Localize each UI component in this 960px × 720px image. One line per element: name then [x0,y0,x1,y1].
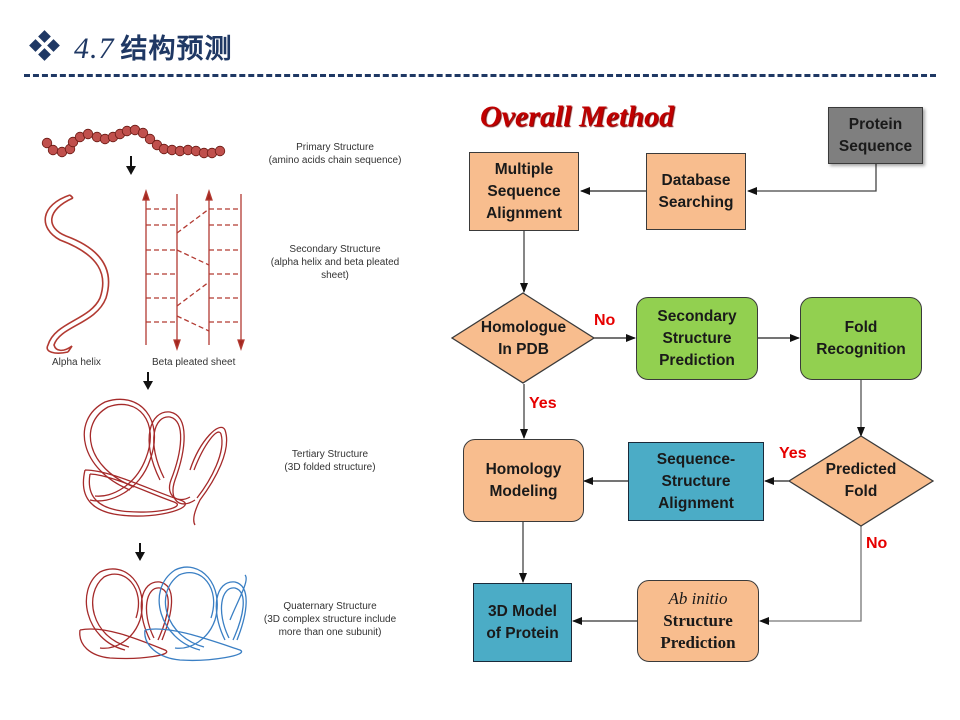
secondary-structure-title: Secondary Structure [289,244,381,255]
node-text: Alignment [486,204,562,222]
secondary-structure-desc: sheet) [321,270,349,281]
edge-label-fold-no: No [866,535,888,552]
subunit-b [144,566,247,661]
flowchart-title: Overall Method [480,100,675,133]
node-text: Prediction [660,633,736,652]
primary-structure-label: Primary Structure (amino acids chain seq… [240,141,430,167]
node-text: Secondary [657,307,737,325]
node-text: Fold [844,318,878,336]
node-text: Sequence- [656,450,736,468]
amino-acid-chain [41,124,226,159]
node-predicted-fold[interactable] [788,435,934,527]
edge-protein-to-database [747,164,877,195]
edge-label-homologue-yes: Yes [529,395,557,412]
tertiary-structure [82,398,228,526]
node-text: Protein [848,115,903,133]
secondary-structure-label: Secondary Structure (alpha helix and bet… [245,243,425,282]
node-text: Prediction [659,351,735,369]
amino-acid-bead [67,136,79,148]
node-text: Multiple [494,160,554,178]
amino-acid-bead [82,128,94,140]
node-text: 3D Model [488,602,557,620]
node-text: Alignment [658,494,734,512]
node-text: Searching [658,193,734,211]
quaternary-structure [79,566,247,661]
secondary-structure-desc: (alpha helix and beta pleated [270,257,400,268]
edge-label-homologue-no: No [594,312,616,329]
node-text: Modeling [489,482,558,500]
quaternary-structure-title: Quaternary Structure [283,601,377,612]
primary-structure-desc: (amino acids chain sequence) [268,155,402,166]
node-text: Fold [844,483,878,500]
alpha-helix-caption: Alpha helix [52,357,101,368]
down-arrow-icon [126,156,136,175]
quaternary-structure-desc: more than one subunit) [278,627,382,638]
amino-acid-bead [137,127,149,139]
amino-acid-bead [41,137,53,149]
amino-acid-bead [214,145,226,157]
node-text: Recognition [816,340,906,358]
node-text: Homology [485,460,562,478]
node-text: In PDB [498,340,549,358]
node-text: Structure [662,329,732,347]
node-homologue-in-pdb[interactable] [451,292,596,385]
beta-sheet-caption: Beta pleated sheet [152,357,236,368]
node-text: Ab initio [668,589,728,608]
node-3d-model-of-protein[interactable]: 3D Model of Protein [473,583,572,662]
quaternary-structure-desc: (3D complex structure include [263,614,397,625]
node-text: Sequence [487,182,561,200]
node-text: Database [661,171,731,189]
edge-label-fold-yes: Yes [779,445,807,462]
node-text: of Protein [486,624,559,642]
primary-structure-title: Primary Structure [296,142,374,153]
amino-acid-bead [144,133,156,145]
section-title: 结构预测 [120,33,233,65]
section-number: 4.7 [74,31,115,65]
tertiary-structure-desc: (3D folded structure) [284,462,376,473]
header-divider [24,74,936,77]
node-text: Homologue [480,318,567,336]
tertiary-structure-title: Tertiary Structure [291,449,369,460]
node-text: Structure [661,472,731,490]
protein-structure-illustration [41,124,247,661]
node-text: Sequence [838,137,913,155]
amino-acid-bead [47,144,59,156]
down-arrow-icon [143,372,153,390]
beta-pleated-sheet [142,188,245,352]
down-arrow-icon [135,543,145,561]
subunit-a [79,568,173,660]
tertiary-structure-label: Tertiary Structure (3D folded structure) [240,448,420,474]
node-text: Structure [663,611,733,630]
edge-predicted-no [759,526,862,625]
node-text: Predicted [825,461,897,478]
quaternary-structure-label: Quaternary Structure (3D complex structu… [240,600,420,639]
node-homologue-label: Homologue In PDB [451,292,596,385]
node-ab-initio-structure-prediction[interactable]: Ab initio Structure Prediction [637,580,759,662]
alpha-helix-ribbon [44,194,110,354]
